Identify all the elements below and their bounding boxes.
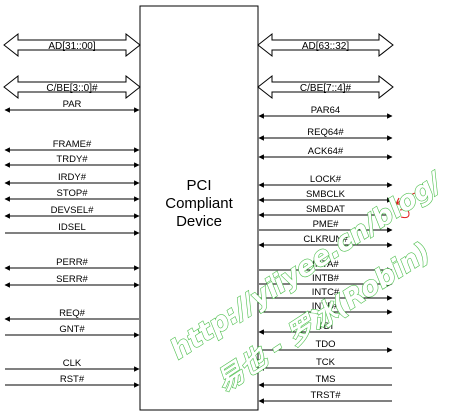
- device-label-line-3: Device: [176, 213, 222, 230]
- left-signal-irdy-label: IRDY#: [58, 172, 87, 183]
- right-signal-c-be-7-4-bus-arrow: [257, 74, 394, 100]
- left-signal-req-label: REQ#: [59, 308, 86, 319]
- left-signal-gnt-label: GNT#: [59, 324, 85, 335]
- device-box: [139, 5, 259, 411]
- right-signal-tms-label: TMS: [315, 374, 335, 385]
- left-signal-trdy-label: TRDY#: [56, 154, 88, 165]
- right-signal-inta-label: INTA#: [312, 259, 339, 270]
- right-signal-ad-63-32-bus-arrow: [257, 32, 394, 58]
- device-label-line-2: Compliant: [165, 195, 233, 212]
- left-signal-idsel-label: IDSEL: [58, 222, 85, 233]
- left-signal-c-be-3-0-bus-arrow: [3, 74, 141, 100]
- right-signal-par64-label: PAR64: [311, 105, 340, 116]
- left-signal-serr-label: SERR#: [56, 274, 88, 285]
- red-annotation: [395, 192, 416, 219]
- right-signal-ad-63-32-label: AD[63::32]: [302, 41, 349, 52]
- right-signal-smbclk-label: SMBCLK: [306, 189, 346, 200]
- right-signal-lock-label: LOCK#: [310, 174, 342, 185]
- right-signal-intb-label: INTB#: [312, 273, 340, 284]
- device-label-line-1: PCI: [186, 177, 211, 194]
- right-signal-c-be-7-4-label: C/BE[7::4]#: [300, 83, 352, 94]
- right-signal-pme-label: PME#: [313, 219, 340, 230]
- right-signal-smbdat-label: SMBDAT: [306, 204, 345, 215]
- right-signal-ack64-label: ACK64#: [308, 146, 344, 157]
- right-signal-tck-label: TCK: [316, 357, 336, 368]
- left-signal-clk-label: CLK: [63, 358, 82, 369]
- red-annotation-circle: [399, 209, 410, 219]
- left-signal-perr-label: PERR#: [56, 257, 88, 268]
- right-signal-tdo-label: TDO: [315, 339, 335, 350]
- right-signal-intd-label: INTD#: [312, 301, 340, 312]
- right-signal-intc-label: INTC#: [312, 287, 340, 298]
- left-signal-devsel-label: DEVSEL#: [51, 205, 94, 216]
- left-signal-c-be-3-0-label: C/BE[3::0]#: [46, 83, 98, 94]
- left-signal-rst-label: RST#: [60, 374, 85, 385]
- right-signal-group: AD[63::32]C/BE[7::4]#PAR64REQ64#ACK64#LO…: [257, 32, 394, 404]
- left-signal-stop-label: STOP#: [57, 188, 89, 199]
- right-signal-clkrun-label: CLKRUN#: [303, 234, 348, 245]
- right-signal-tdi-label: TDI: [318, 321, 333, 332]
- left-signal-ad-31-00-label: AD[31::00]: [48, 41, 95, 52]
- left-signal-par-label: PAR: [63, 99, 82, 110]
- right-signal-trst-label: TRST#: [310, 390, 341, 401]
- left-signal-group: AD[31::00]C/BE[3::0]#PARFRAME#TRDY#IRDY#…: [3, 32, 141, 388]
- red-annotation-arrow: [395, 192, 416, 205]
- left-signal-ad-31-00-bus-arrow: [3, 32, 141, 58]
- right-signal-req64-label: REQ64#: [307, 127, 344, 138]
- left-signal-frame-label: FRAME#: [53, 139, 92, 150]
